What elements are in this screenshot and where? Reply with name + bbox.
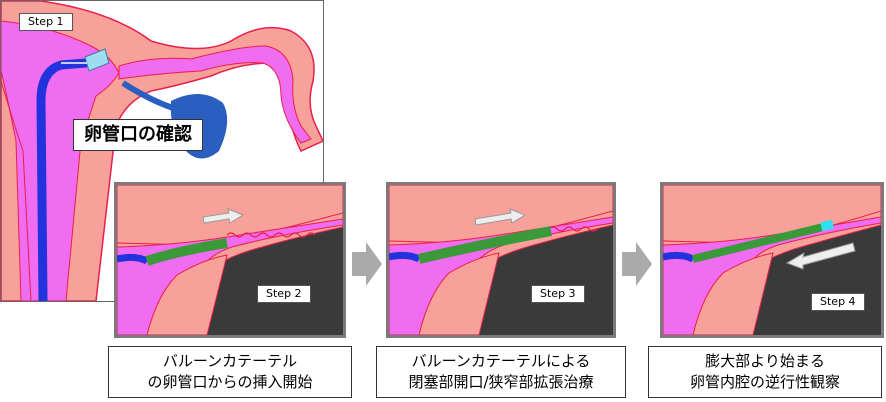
catheter [36,58,91,301]
step3-label: Step 3 [531,285,585,303]
step2-caption: バルーンカテーテル の卵管口からの挿入開始 [108,346,352,398]
scope-tip [84,48,110,72]
forward-arrow [474,208,527,226]
step2-caption-line1: バルーンカテーテル [162,352,298,370]
step-arrow-icon [352,242,382,286]
step3-caption: バルーンカテーテルによる 閉塞部開口/狭窄部拡張治療 [376,346,626,398]
fallopian-tube [118,45,312,144]
step-arrow-icon [622,242,652,286]
step1-label: Step 1 [19,13,73,31]
step2-label: Step 2 [257,285,311,303]
backward-arrow [785,242,856,270]
step2-caption-line2: の卵管口からの挿入開始 [147,373,313,391]
step1-panel: Step 1 卵管口の確認 [0,0,324,302]
step3-illustration [389,185,613,335]
step4-caption: 膨大部より始まる 卵管内腔の逆行性観察 [648,346,882,398]
uterus-overview-illustration [1,1,323,301]
step4-caption-line1: 膨大部より始まる [705,352,825,370]
step2-panel: Step 2 [114,182,346,338]
step4-caption-line2: 卵管内腔の逆行性観察 [689,373,840,391]
step4-illustration [663,185,881,335]
step4-label: Step 4 [811,293,865,311]
step3-panel: Step 3 [386,182,616,338]
left-wall [1,80,32,301]
step2-illustration [117,185,343,335]
step3-caption-line2: 閉塞部開口/狭窄部拡張治療 [408,373,594,391]
step4-panel: Step 4 [660,182,884,338]
forward-arrow [202,208,245,224]
ovary-ligament [121,80,177,112]
step1-title: 卵管口の確認 [73,119,203,151]
step3-caption-line1: バルーンカテーテルによる [411,352,591,370]
